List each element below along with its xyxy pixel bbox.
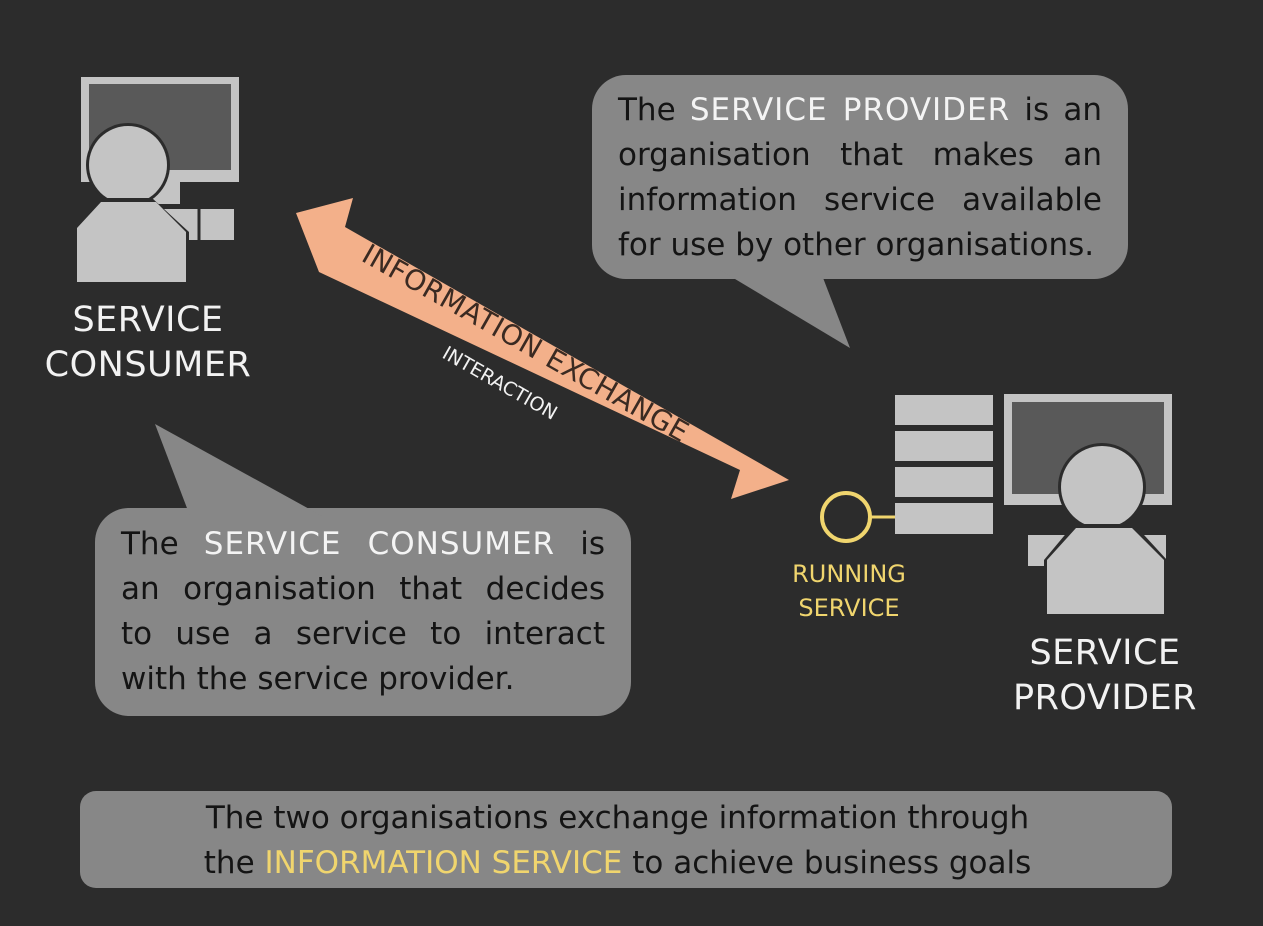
consumer-label-line2: CONSUMER — [44, 345, 252, 385]
consumer-computer-user-icon — [77, 77, 239, 282]
consumer-description: The SERVICE CONSUMER is an organisation … — [121, 522, 605, 702]
consumer-speech-bubble — [95, 424, 631, 716]
consumer-desc-highlight: SERVICE CONSUMER — [203, 526, 556, 562]
service-consumer-label: SERVICE CONSUMER — [38, 298, 258, 388]
running-service-label: RUNNING SERVICE — [770, 557, 928, 625]
provider-speech-bubble — [592, 75, 1128, 348]
provider-label-line1: SERVICE — [1029, 633, 1181, 673]
summary-line1: The two organisations exchange informati… — [205, 800, 1030, 836]
running-service-line2: SERVICE — [798, 594, 900, 622]
running-service-line1: RUNNING — [792, 560, 906, 588]
summary-line2-highlight: INFORMATION SERVICE — [264, 845, 623, 881]
consumer-desc-suffix: is an organisation that decides to use a… — [121, 526, 605, 697]
information-exchange-arrow — [296, 198, 789, 499]
provider-label-line2: PROVIDER — [1012, 678, 1197, 718]
consumer-desc-prefix: The — [121, 526, 179, 562]
summary-line2: the INFORMATION SERVICE to achieve busin… — [100, 841, 1135, 886]
summary-line2-suffix: to achieve business goals — [632, 845, 1032, 881]
service-provider-label: SERVICE PROVIDER — [995, 631, 1215, 721]
provider-description: The SERVICE PROVIDER is an organisation … — [618, 88, 1102, 268]
summary-box — [80, 791, 1172, 888]
summary-text: The two organisations exchange informati… — [100, 796, 1135, 886]
provider-desc-prefix: The — [618, 92, 676, 128]
running-service-icon — [820, 491, 895, 543]
consumer-label-line1: SERVICE — [72, 300, 224, 340]
summary-line2-prefix: the — [203, 845, 255, 881]
provider-desc-suffix: is an organisation that makes an informa… — [618, 92, 1102, 263]
provider-computer-user-icon — [1004, 394, 1172, 614]
provider-desc-highlight: SERVICE PROVIDER — [689, 92, 1011, 128]
server-stack-icon — [895, 395, 993, 534]
